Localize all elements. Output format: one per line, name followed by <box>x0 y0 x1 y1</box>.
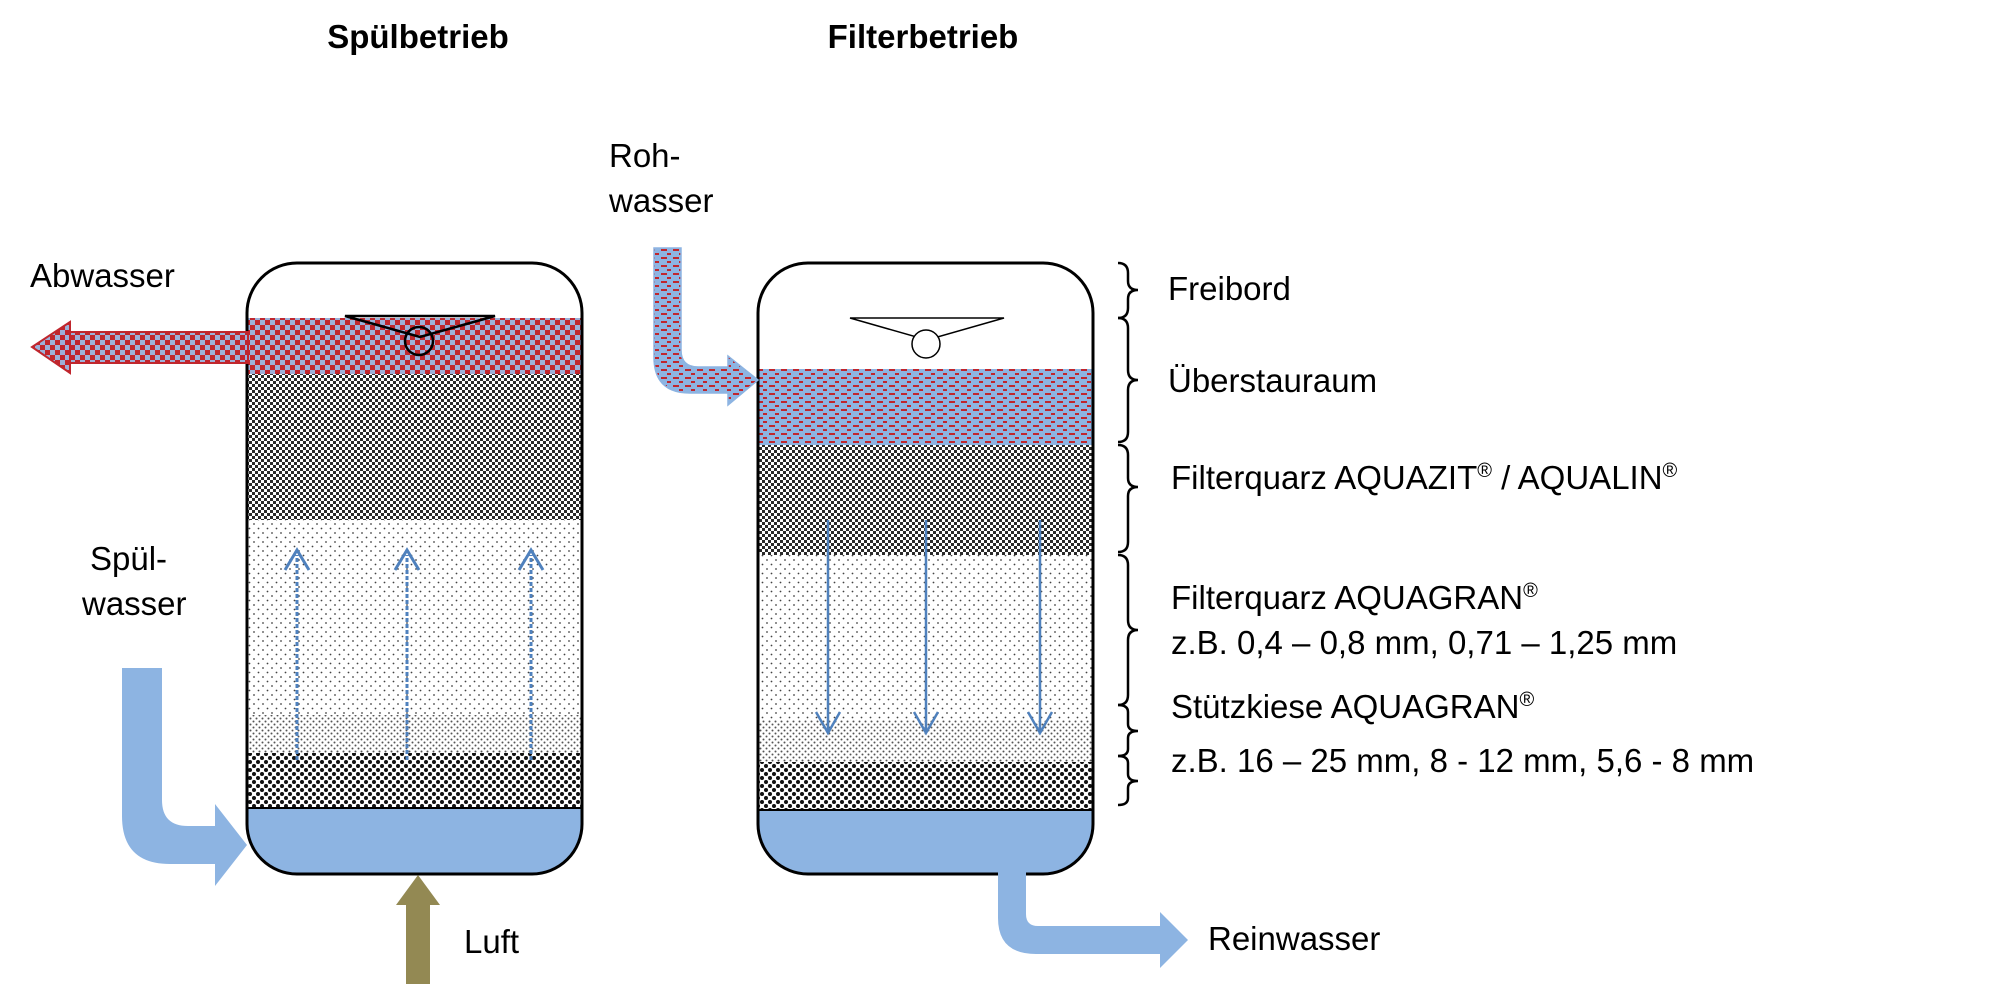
rinse-water-label-line2: wasser <box>81 585 187 622</box>
gravel-label-line1: Stützkiese AQUAGRAN <box>1171 688 1519 725</box>
filter-tank <box>756 261 1095 876</box>
arrow-up-head <box>393 547 421 571</box>
gravel-size-label: z.B. 16 – 25 mm, 8 - 12 mm, 5,6 - 8 mm <box>1171 742 1754 779</box>
air-label: Luft <box>464 923 519 960</box>
backwash-freeboard-layer <box>247 263 582 319</box>
filter-supernatant-layer <box>758 369 1093 445</box>
raw-water-label-line1: Roh- <box>609 137 681 174</box>
brace-quartz-top <box>1117 443 1139 554</box>
quartz-top-label-a: Filterquarz AQUAZIT <box>1171 459 1477 496</box>
backwash-overflow-trough <box>344 314 496 339</box>
brace-supernatant <box>1117 316 1139 444</box>
waste-water-label: Abwasser <box>30 257 175 294</box>
arrow-up-head <box>283 547 311 571</box>
brace-gravel-fine <box>1117 703 1139 758</box>
backwash-quartz-main-layer <box>247 520 582 715</box>
backwash-gravel-coarse-layer <box>247 753 582 808</box>
waste-water-arrow <box>30 320 249 375</box>
raw-water-label-line2: wasser <box>608 182 714 219</box>
backwash-waste-layer <box>247 318 582 374</box>
rinse-water-label-line1: Spül- <box>90 540 167 577</box>
supernatant-label: Überstauraum <box>1168 362 1377 399</box>
quartz-top-label: Filterquarz AQUAZIT® / AQUALIN® <box>1171 459 1678 496</box>
arrow-up-head <box>517 547 545 571</box>
backwash-tank <box>245 261 584 876</box>
quartz-top-reg-b: ® <box>1663 460 1678 482</box>
clean-water-arrow <box>998 866 1188 968</box>
filter-clear-water-layer <box>758 810 1093 874</box>
gravel-label: Stützkiese AQUAGRAN® <box>1171 688 1534 725</box>
backwash-flow-arrows <box>295 555 533 760</box>
quartz-top-label-b: / AQUALIN <box>1492 459 1663 496</box>
backwash-gravel-fine-layer <box>247 715 582 753</box>
arrow-down-head <box>912 711 940 736</box>
clean-water-label: Reinwasser <box>1208 920 1380 957</box>
backwash-clear-water-layer <box>247 808 582 874</box>
gravel-reg: ® <box>1519 689 1534 711</box>
quartz-main-label-line1: Filterquarz AQUAGRAN <box>1171 579 1523 616</box>
backwash-title: Spülbetrieb <box>327 18 509 55</box>
quartz-top-reg-a: ® <box>1477 460 1492 482</box>
brace-quartz-main <box>1117 553 1139 707</box>
quartz-main-reg: ® <box>1523 580 1538 602</box>
filter-gravel-coarse-layer <box>758 762 1093 810</box>
filter-flow-arrows <box>826 520 1042 733</box>
arrow-down-head <box>814 711 842 736</box>
layer-braces <box>1117 261 1139 807</box>
air-arrow <box>396 875 440 984</box>
rinse-water-arrow <box>122 668 247 886</box>
raw-water-arrow <box>653 247 760 407</box>
freeboard-label: Freibord <box>1168 270 1291 307</box>
backwash-tank-outline <box>245 261 584 876</box>
quartz-main-label: Filterquarz AQUAGRAN® <box>1171 579 1538 616</box>
filter-title: Filterbetrieb <box>828 18 1019 55</box>
backwash-trough-pipe <box>403 325 435 357</box>
backwash-quartz-top-layer <box>247 374 582 520</box>
filter-overflow-trough <box>849 317 1005 341</box>
quartz-main-size-label: z.B. 0,4 – 0,8 mm, 0,71 – 1,25 mm <box>1171 624 1677 661</box>
arrow-down-head <box>1026 711 1054 736</box>
filter-trough-pipe <box>911 329 941 359</box>
brace-freeboard <box>1117 261 1139 320</box>
filter-tank-outline <box>756 261 1095 876</box>
brace-gravel-coarse <box>1117 754 1139 807</box>
